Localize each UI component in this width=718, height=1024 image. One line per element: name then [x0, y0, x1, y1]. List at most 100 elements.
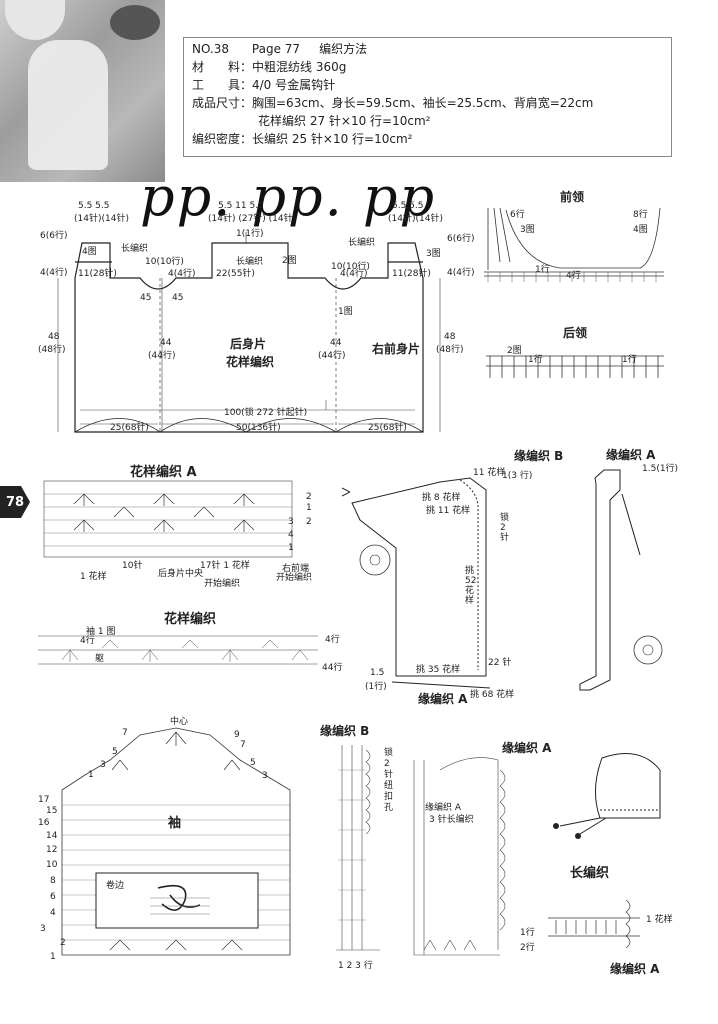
edging-b-11-repeats: 11 花样 — [473, 468, 506, 478]
angle-left: 45 — [140, 293, 152, 303]
pattern-a-start: 开始编织 — [204, 579, 241, 589]
pattern-a-row-4: 4 — [288, 530, 294, 540]
left-rows-4: 4(4行) — [40, 268, 68, 278]
mid-height-44-rows: (44行) — [148, 351, 176, 361]
left-shoulder-stitches: 11(28针) — [78, 269, 117, 279]
sleeve-row-8: 8 — [50, 876, 56, 886]
left-height-48-rows: (48行) — [38, 345, 66, 355]
pattern-a-center: 后身片中央 — [158, 569, 204, 579]
long-stitch-edging-a: 缘编织 A — [610, 962, 660, 976]
sleeve-row-9-right: 9 — [234, 730, 240, 740]
back-neck-grid-2: 2图 — [282, 256, 297, 266]
front-neck-4-grid: 4图 — [633, 225, 648, 235]
pattern-a-row-3: 3 — [288, 517, 294, 527]
front-neck-3-grid: 3图 — [520, 225, 535, 235]
sleeve-row-6: 6 — [50, 892, 56, 902]
armhole-rows-10: 10(10行) — [145, 257, 184, 267]
edging-b-detail-title: 缘编织 B — [320, 724, 370, 738]
edging-b-title: 缘编织 B — [514, 449, 564, 463]
sleeve-row-7-right: 7 — [240, 740, 246, 750]
pattern-header-line: NO.38 Page 77 编织方法 — [192, 40, 367, 58]
sleeve-row-17: 17 — [38, 795, 50, 805]
top-right-stitches: (14针)(14针) — [388, 214, 443, 224]
edging-pick-52: 挑 52 花样 — [465, 566, 477, 606]
left-height-48: 48 — [48, 332, 60, 342]
top-left-stitches: (14针)(14针) — [74, 214, 129, 224]
edging-width-rows: (1行) — [365, 682, 387, 692]
mid-rows-4-right: 4(4行) — [340, 269, 368, 279]
main-pattern-4-rows: 4行 — [80, 636, 95, 646]
pattern-a-title: 花样编织 A — [130, 465, 197, 480]
back-neck-stitches: 22(55针) — [216, 269, 255, 279]
tool-line: 工 具：4/0 号金属钩针 — [192, 78, 336, 92]
pattern-a-17-stitches: 17针 1 花样 — [200, 561, 250, 571]
sleeve-row-3-right: 3 — [262, 771, 268, 781]
sleeve-row-5-right: 5 — [250, 758, 256, 768]
right-front-panel-label: 右前身片 — [372, 342, 421, 356]
sleeve-row-1-left: 1 — [88, 770, 94, 780]
edging-22-stitches: 22 针 — [488, 658, 512, 668]
edging-a-label: 缘编织 A — [418, 692, 468, 706]
edging-width-15: 1.5 — [370, 668, 385, 678]
long-stitch-title: 长编织 — [570, 866, 610, 881]
right-grid-3: 3图 — [426, 249, 441, 259]
garment-photo — [0, 0, 165, 182]
sleeve-title: 袖 — [168, 816, 182, 831]
armhole-grid-1: 1图 — [338, 307, 353, 317]
dress-image — [28, 40, 108, 170]
armhole-rows-10-right: 10(10行) — [331, 262, 370, 272]
top-mid-stitches: (14针) (27针) (14针) — [208, 214, 297, 224]
mid-height-44-right: 44 — [330, 338, 342, 348]
sleeve-row-3: 3 — [40, 924, 46, 934]
material-line: 材 料：中粗混纺线 360g — [192, 60, 347, 74]
left-grid-4: 4图 — [82, 247, 97, 257]
sleeve-row-4: 4 — [50, 908, 56, 918]
main-pattern-title: 花样编织 — [164, 612, 217, 627]
front-neck-6-rows: 6行 — [510, 210, 525, 220]
right-shoulder-stitches: 11(28针) — [392, 269, 431, 279]
pattern-number: NO.38 — [192, 42, 230, 56]
pattern-a-row-2: 2 — [306, 492, 312, 502]
edging-pick-35: 挑 35 花样 — [416, 665, 461, 675]
gauge-pattern-line: 花样编织 27 针×10 行=10cm² — [258, 114, 431, 128]
left-long-stitch: 长编织 — [121, 244, 149, 254]
long-stitch-row-1: 1行 — [520, 928, 535, 938]
edging-pick-11: 挑 11 花样 — [426, 506, 471, 516]
page-reference: Page 77 — [251, 42, 301, 56]
back-neck-1-row: 1行 — [528, 355, 543, 365]
back-neck-1-row-right: 1行 — [622, 355, 637, 365]
pattern-a-row-1: 1 — [306, 503, 312, 513]
top-mid-width: 5.5 11 5.5 — [218, 201, 264, 211]
right-long-stitch: 长编织 — [348, 238, 376, 248]
edging-pick-68: 挑 68 花样 — [470, 690, 515, 700]
edging-a-pick: 缘编织 A — [425, 803, 462, 813]
edging-lock-2: 锁 2 针 — [500, 513, 510, 543]
edging-b-rows: 1(3 行) — [502, 471, 533, 481]
pattern-a-right-front: 右前端 — [282, 564, 310, 574]
edging-a-detail-title: 缘编织 A — [502, 741, 552, 755]
right-height-48-rows: (48行) — [436, 345, 464, 355]
pattern-a-repeat: 1 花样 — [80, 572, 107, 582]
top-left-width: 5.5 5.5 — [78, 201, 110, 211]
sleeve-row-2: 2 — [60, 938, 66, 948]
sleeve-row-14: 14 — [46, 831, 58, 841]
long-stitch-repeat: 1 花样 — [646, 915, 673, 925]
pattern-info-box — [183, 37, 672, 157]
sleeve-row-7-left: 7 — [122, 728, 128, 738]
left-shoulder-rows: 6(6行) — [40, 231, 68, 241]
edging-a-3-stitches: 3 针长编织 — [429, 815, 474, 825]
front-neck-title: 前领 — [560, 190, 585, 204]
neck-rows-label: 1(1行) — [236, 229, 264, 239]
sleeve-row-10: 10 — [46, 860, 58, 870]
mid-rows-4: 4(4行) — [168, 269, 196, 279]
